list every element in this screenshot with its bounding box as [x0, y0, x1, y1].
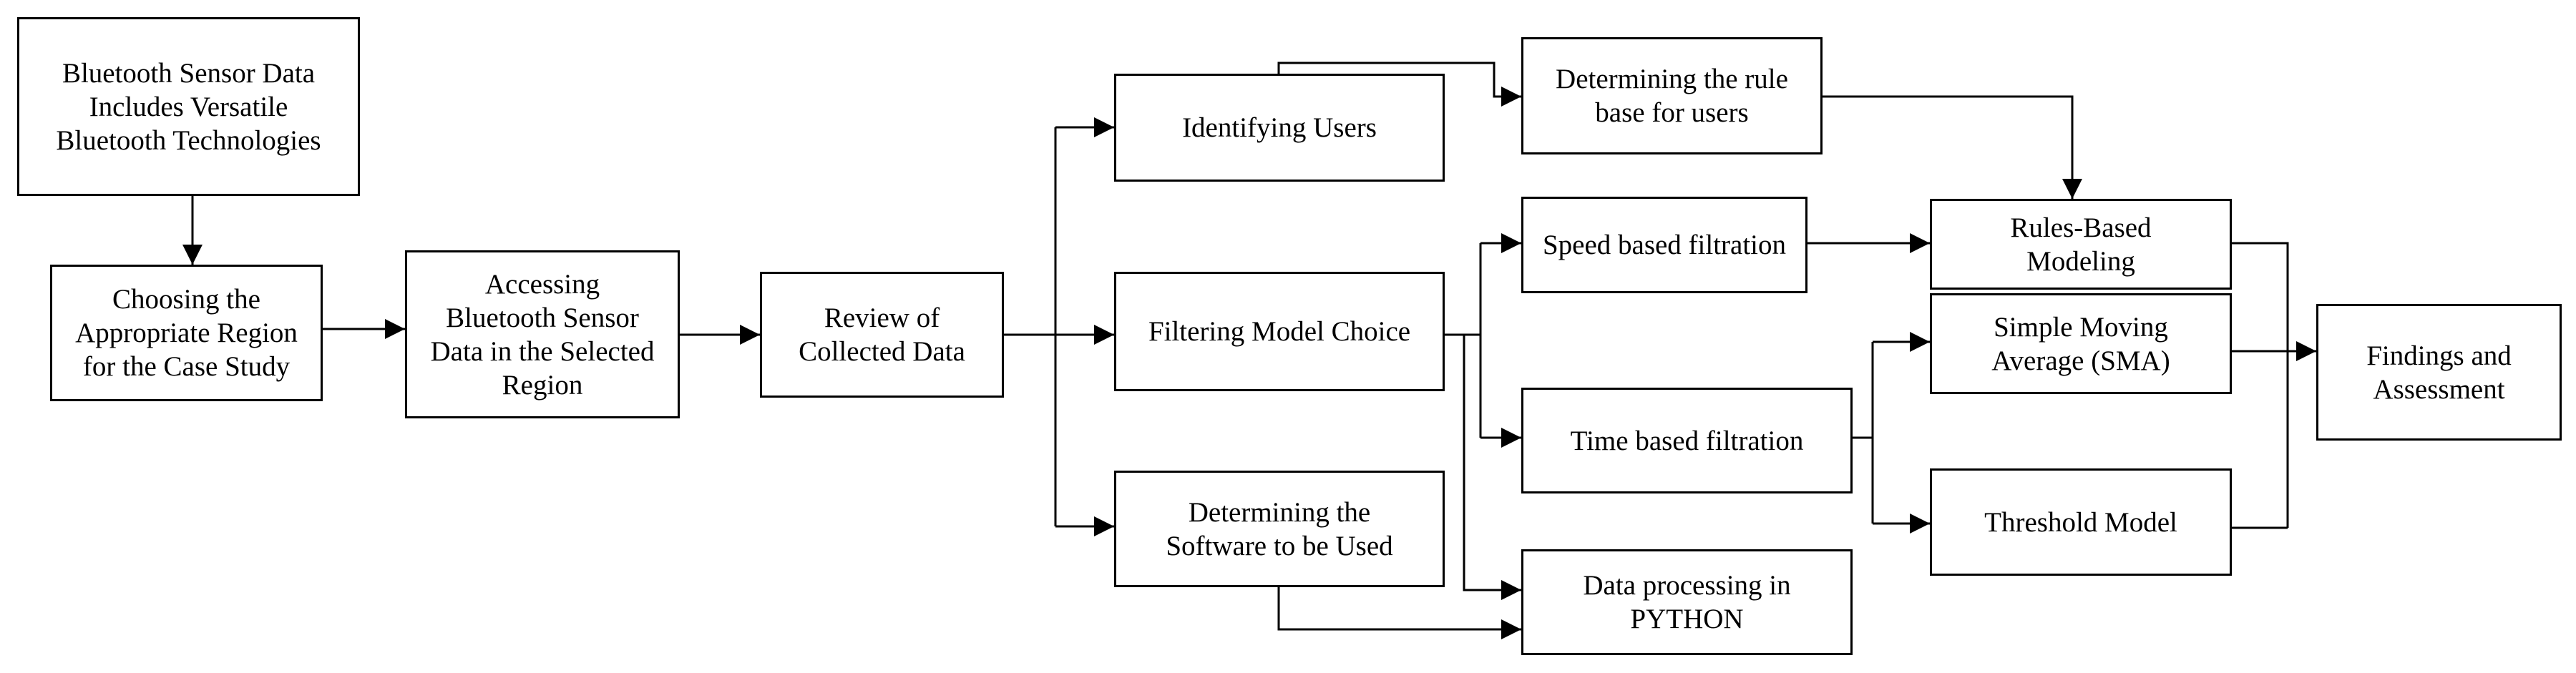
- node-label-line: Data processing in: [1583, 570, 1791, 601]
- arrowhead-to-identifying: [1094, 117, 1114, 137]
- arrowhead-filtering-to-python: [1501, 580, 1521, 600]
- node-label-line: Average (SMA): [1991, 345, 2170, 376]
- node-label-line: Accessing: [484, 268, 600, 300]
- node-label-line: Assessment: [2373, 373, 2505, 405]
- arrowhead-accessing-to-review: [740, 325, 760, 345]
- node-label-line: Data in the Selected: [430, 335, 655, 367]
- node-label-line: Modeling: [2026, 245, 2135, 277]
- connector-rules-to-merge: [2232, 242, 2289, 528]
- arrow-software-to-python: [1277, 587, 1521, 631]
- node-label-line: base for users: [1595, 97, 1749, 128]
- arrowhead-to-sma: [1910, 332, 1930, 352]
- node-label-line: Bluetooth Sensor: [446, 302, 639, 333]
- node-label-line: Appropriate Region: [75, 318, 298, 348]
- node-label-line: Choosing the: [112, 284, 260, 315]
- arrowhead-to-time: [1501, 428, 1521, 448]
- arrowhead-speed-to-rules: [1910, 233, 1930, 253]
- node-label-line: Software to be Used: [1166, 530, 1393, 561]
- node-label-line: Bluetooth Technologies: [56, 124, 321, 156]
- node-label-line: PYTHON: [1630, 604, 1744, 634]
- node-label-line: Simple Moving: [1994, 311, 2168, 343]
- node-label-line: Determining the: [1188, 496, 1371, 528]
- arrowhead-rulebase-to-rules: [2062, 179, 2082, 199]
- arrowhead-region-to-accessing: [385, 319, 405, 339]
- node-label-line: Region: [502, 369, 583, 401]
- node-filtering: Filtering Model Choice: [1114, 272, 1445, 391]
- arrowhead-software-to-python: [1501, 619, 1521, 639]
- arrowhead-to-software: [1094, 516, 1114, 536]
- node-label-line: Rules-Based: [2010, 212, 2152, 243]
- node-threshold: Threshold Model: [1930, 468, 2232, 576]
- node-identifying: Identifying Users: [1114, 74, 1445, 182]
- arrowhead-sensor-to-region: [182, 245, 203, 265]
- arrowhead-to-findings: [2296, 341, 2316, 361]
- node-label-line: for the Case Study: [82, 351, 291, 382]
- node-label-line: Review of: [824, 303, 940, 333]
- node-label-line: Determining the rule: [1556, 64, 1788, 94]
- node-label-line: Identifying Users: [1182, 112, 1377, 143]
- node-label-line: Includes Versatile: [89, 91, 288, 122]
- arrowhead-to-threshold: [1910, 514, 1930, 534]
- arrow-filtering-to-python: [1463, 335, 1521, 591]
- node-label-line: Findings and: [2366, 340, 2512, 371]
- node-label-line: Speed based filtration: [1542, 230, 1787, 260]
- node-label-line: Collected Data: [799, 336, 965, 367]
- arrow-rulebase-to-rules: [1823, 95, 2074, 199]
- arrowhead-to-filtering: [1094, 325, 1114, 345]
- node-label-line: Filtering Model Choice: [1148, 316, 1411, 347]
- arrowhead-to-speed: [1501, 233, 1521, 253]
- node-time: Time based filtration: [1521, 388, 1853, 493]
- node-label-line: Threshold Model: [1984, 506, 2177, 538]
- arrowhead-identifying-to-rulebase: [1501, 87, 1521, 107]
- node-speed: Speed based filtration: [1521, 197, 1807, 293]
- node-label-line: Time based filtration: [1570, 425, 1804, 456]
- node-label-line: Bluetooth Sensor Data: [62, 57, 316, 89]
